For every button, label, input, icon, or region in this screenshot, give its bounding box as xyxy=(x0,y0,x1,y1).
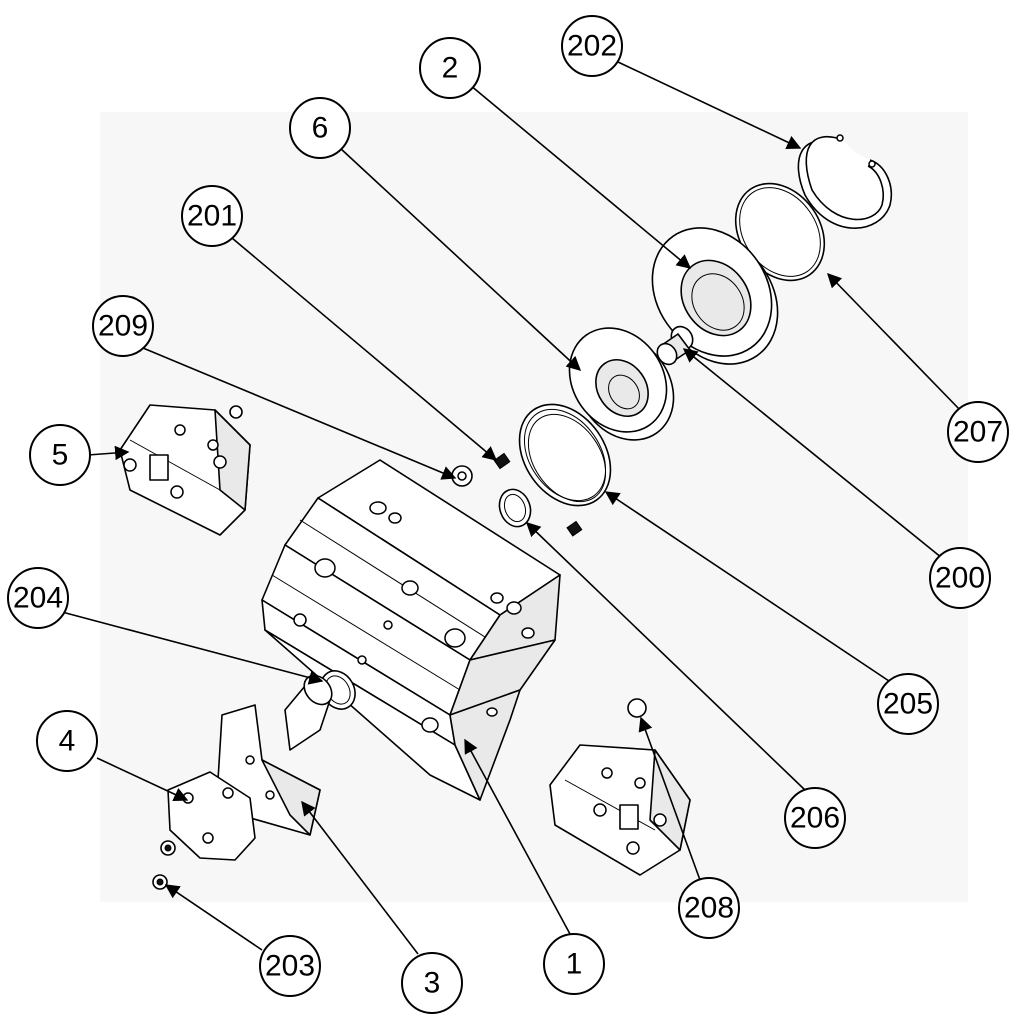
leader-208 xyxy=(638,716,701,881)
part-202-retaining-ring xyxy=(797,134,892,229)
callout-209: 209 xyxy=(92,295,154,357)
callout-label-202: 202 xyxy=(567,30,617,63)
part-208-ball xyxy=(627,698,647,718)
set-screw-second xyxy=(566,520,583,537)
callout-label-6: 6 xyxy=(312,112,329,145)
callout-205: 205 xyxy=(877,673,939,735)
callout-208: 208 xyxy=(678,877,740,939)
leader-2 xyxy=(469,84,692,269)
part-6-piston xyxy=(568,327,675,441)
callout-label-2: 2 xyxy=(442,52,459,85)
callout-1: 1 xyxy=(543,933,605,995)
callout-label-204: 204 xyxy=(13,582,63,615)
callout-label-208: 208 xyxy=(684,892,734,925)
callout-label-1: 1 xyxy=(566,948,583,981)
part-206-small-o-ring xyxy=(498,488,532,528)
leader-205 xyxy=(604,491,896,686)
callout-label-4: 4 xyxy=(59,725,76,758)
part-201-set-screw xyxy=(493,452,511,470)
callout-label-205: 205 xyxy=(883,688,933,721)
callout-204: 204 xyxy=(7,567,69,629)
callout-203: 203 xyxy=(259,935,321,997)
callout-label-200: 200 xyxy=(935,562,985,595)
leader-6 xyxy=(339,147,582,371)
leader-1 xyxy=(464,738,571,935)
callout-label-207: 207 xyxy=(953,416,1003,449)
callout-202: 202 xyxy=(561,15,623,77)
leader-203 xyxy=(164,884,263,951)
leader-202 xyxy=(617,61,802,149)
leader-201 xyxy=(231,237,498,461)
part-203-screws xyxy=(152,840,176,890)
callout-3: 3 xyxy=(401,952,463,1014)
leader-5 xyxy=(87,445,130,461)
leader-3 xyxy=(301,800,419,955)
callout-5: 5 xyxy=(29,424,91,486)
part-1-main-body xyxy=(261,459,561,801)
leader-4 xyxy=(96,757,189,802)
callout-2: 2 xyxy=(419,37,481,99)
leader-209 xyxy=(142,347,457,480)
callout-200: 200 xyxy=(929,547,991,609)
callout-207: 207 xyxy=(947,401,1009,463)
part-209-nut xyxy=(451,465,473,487)
callout-label-206: 206 xyxy=(790,802,840,835)
callout-201: 201 xyxy=(181,185,243,247)
clamp-block-lower-right xyxy=(549,744,691,876)
callout-label-203: 203 xyxy=(265,950,315,983)
leader-lines xyxy=(61,61,963,955)
leader-207 xyxy=(826,272,963,413)
leader-200 xyxy=(682,348,943,559)
leader-204 xyxy=(61,611,324,685)
part-5-clamp-block xyxy=(119,404,251,536)
part-207-o-ring xyxy=(734,182,826,282)
callout-label-5: 5 xyxy=(52,439,69,472)
callout-label-201: 201 xyxy=(187,200,237,233)
part-205-seal xyxy=(518,403,612,507)
callout-label-209: 209 xyxy=(98,310,148,343)
leader-206 xyxy=(525,522,806,791)
callout-label-3: 3 xyxy=(424,967,441,1000)
callout-206: 206 xyxy=(784,787,846,849)
callout-4: 4 xyxy=(36,710,98,772)
callout-6: 6 xyxy=(289,97,351,159)
